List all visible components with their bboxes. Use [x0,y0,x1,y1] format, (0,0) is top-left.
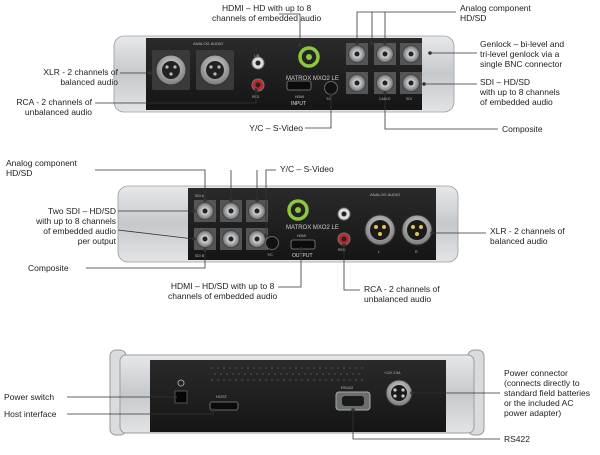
hdmi-port-2 [290,239,316,250]
face-label-r: R [415,250,418,254]
bnc-grid-1 [346,43,422,94]
face-label-host: HOST [216,394,228,399]
face-label-input: INPUT [291,101,306,107]
face-label-rs422: RS422 [341,385,354,390]
leaders-device-2 [86,169,486,291]
face-label-sdi-b: SDI B [195,254,205,258]
device-2-brand: MATROX MXO2 LE [286,225,339,231]
callout-hdmi-input: HDMI – HD with up to 8 channels of embed… [212,3,322,23]
s-video-port-2 [265,236,279,250]
face-label-red-2: RED [338,248,346,252]
face-label-hdmi: HDMI [295,95,304,99]
callout-yc-input: Y/C – S-Video [249,123,303,133]
face-label-l: L [378,250,380,254]
device-1: ANALOG AUDIO L/R RED MATROX MXO2 LE HDMI… [95,11,498,130]
xlr-connector-2 [196,50,234,90]
callout-analog-component-2: Analog component HD/SD [6,158,77,178]
callout-composite-output: Composite [28,263,69,273]
face-label-hdmi-2: HDMI [297,234,306,238]
callout-rs422: RS422 [504,434,530,444]
face-label-analog-audio-2: ANALOG AUDIO [370,192,400,197]
host-port [209,401,239,411]
callout-analog-component-1: Analog component HD/SD [460,3,531,23]
callout-xlr-output: XLR - 2 channels of balanced audio [490,226,565,246]
rca-connectors [251,56,265,92]
callout-power-switch: Power switch [4,392,55,402]
face-label-yc: Y/C [326,97,332,101]
callout-rca-output: RCA - 2 channels of unbalanced audio [364,284,440,304]
face-label-lr: L/R [254,54,260,58]
power-connector [385,379,413,407]
hdmi-port-1 [286,80,312,91]
callout-composite-input: Composite [502,124,543,134]
leader-dots-device-1 [148,41,432,97]
face-label-yc-2: Y/C [267,253,273,257]
face-label-sdi: SDI [406,97,412,101]
callout-two-sdi: Two SDI – HD/SD with up to 8 channels of… [36,206,116,246]
device-2: SDI A SDI B Y/C MATROX MXO2 LE HDMI OUTP… [86,169,486,291]
rs422-port [335,391,371,411]
callout-xlr-input: XLR - 2 channels of balanced audio [43,67,118,87]
bnc-grid-2 [194,200,268,250]
callout-rca-input: RCA - 2 channels of unbalanced audio [16,97,92,117]
vent-holes [211,367,363,381]
face-label-sdi-a: SDI A [195,194,205,198]
callout-hdmi-output: HDMI – HD/SD with up to 8 channels of em… [168,281,278,301]
face-label-output: OUTPUT [292,253,313,259]
matrox-logo [298,46,320,68]
face-label-power-rating: +12V 2.5A [384,371,401,375]
face-label-analog-audio: ANALOG AUDIO [193,41,223,46]
leaders-device-1 [95,11,498,130]
s-video-port-1 [324,81,338,95]
device-1-brand: MATROX MXO2 LE [286,76,339,82]
callout-sdi-input: SDI – HD/SD with up to 8 channels of emb… [480,77,560,107]
xlr-connector-1 [152,50,190,90]
callout-power-connector: Power connector (connects directly to st… [504,368,590,418]
matrox-logo-2 [287,199,309,221]
device-3: HOST RS422 +12V 2.5A [67,349,500,440]
callout-yc-output: Y/C – S-Video [280,164,334,174]
callout-genlock: Genlock – bi-level and tri-level genlock… [480,39,565,69]
rca-connectors-2 [337,207,351,246]
leader-dots-device-2 [192,198,434,252]
xlr-male-2 [401,214,433,246]
xlr-male-1 [364,214,396,246]
leader-dots-device-3 [173,391,414,412]
callout-host-interface: Host interface [4,409,57,419]
